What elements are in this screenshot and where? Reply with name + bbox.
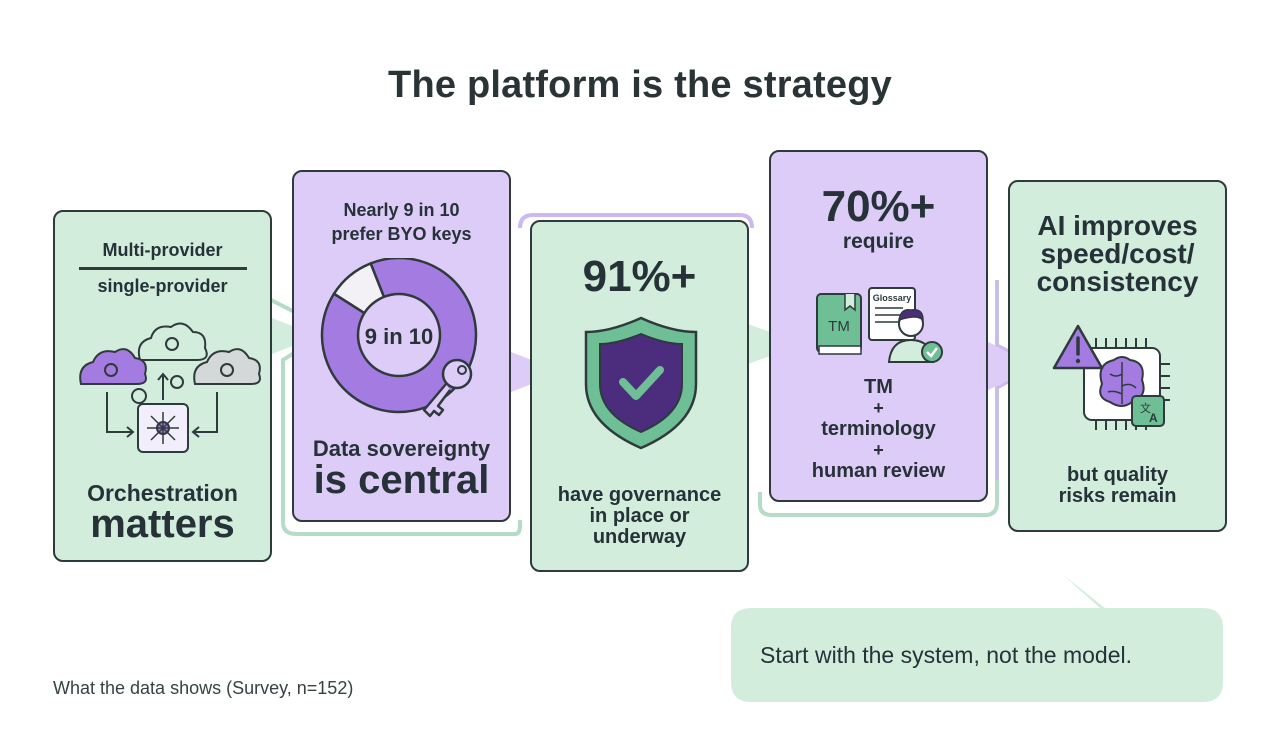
requirements-card: 70%+ require TM Glossary TM + terminolog…	[769, 150, 988, 502]
fraction-numerator: Multi-provider	[102, 240, 223, 260]
fraction-denominator: single-provider	[97, 276, 228, 296]
tm-badge: TM	[828, 318, 850, 335]
requirement-plus-2: +	[873, 440, 884, 460]
glossary-reviewer-icon: TM Glossary	[816, 287, 943, 363]
sovereignty-header-line2: prefer BYO keys	[331, 224, 472, 244]
ai-head-line3: consistency	[1036, 266, 1199, 297]
orchestration-caption-small: Orchestration	[87, 480, 238, 506]
donut-chart: 9 in 10	[320, 258, 478, 418]
governance-card: 91%+ have governance in place or underwa…	[530, 220, 749, 572]
svg-text:A: A	[1149, 411, 1158, 425]
key-icon	[422, 358, 473, 418]
requirements-stat-sub: require	[842, 230, 915, 253]
governance-caption-line1: have governance	[557, 484, 722, 506]
footnote: What the data shows (Survey, n=152)	[53, 678, 354, 698]
governance-caption-line2: in place or	[589, 505, 690, 527]
orchestration-card: Multi-provider single-provider Orchestra…	[53, 210, 272, 562]
orchestration-caption-big: matters	[90, 502, 235, 546]
page-title: The platform is the strategy	[388, 64, 892, 106]
ai-caption-line1: but quality	[1066, 464, 1169, 486]
ai-chip-warning-icon: 文 A	[1052, 324, 1170, 430]
cloud-orchestration-icon	[79, 322, 261, 453]
glossary-label: Glossary	[873, 293, 912, 303]
connector-2-3	[518, 213, 754, 229]
connector-3-4	[758, 280, 999, 517]
requirement-item-2: terminology	[821, 418, 936, 440]
svg-text:文: 文	[1140, 401, 1151, 415]
connector-1-2	[270, 298, 522, 536]
donut-hole	[356, 292, 442, 378]
requirement-item-1: TM	[864, 376, 893, 398]
shield-check-icon	[584, 316, 698, 450]
requirement-item-3: human review	[811, 460, 946, 482]
requirements-stat: 70%+	[821, 182, 936, 231]
donut-label: 9 in 10	[365, 324, 433, 349]
ai-head-line1: AI improves	[1037, 210, 1198, 241]
governance-stat: 91%+	[582, 252, 697, 301]
sovereignty-caption-small: Data sovereignty	[312, 436, 491, 461]
ai-quality-card: AI improves speed/cost/ consistency 文 A …	[1008, 180, 1227, 532]
ai-caption-line2: risks remain	[1058, 485, 1177, 507]
requirement-plus-1: +	[873, 398, 884, 418]
fraction-bar	[79, 267, 247, 270]
sovereignty-card: Nearly 9 in 10 prefer BYO keys 9 in 10 D…	[292, 170, 511, 522]
governance-caption-line3: underway	[592, 526, 687, 548]
sovereignty-header-line1: Nearly 9 in 10	[343, 200, 460, 220]
ai-head-line2: speed/cost/	[1040, 238, 1195, 269]
sovereignty-caption-big: is central	[313, 458, 490, 502]
callout-text: Start with the system, not the model.	[760, 642, 1132, 668]
